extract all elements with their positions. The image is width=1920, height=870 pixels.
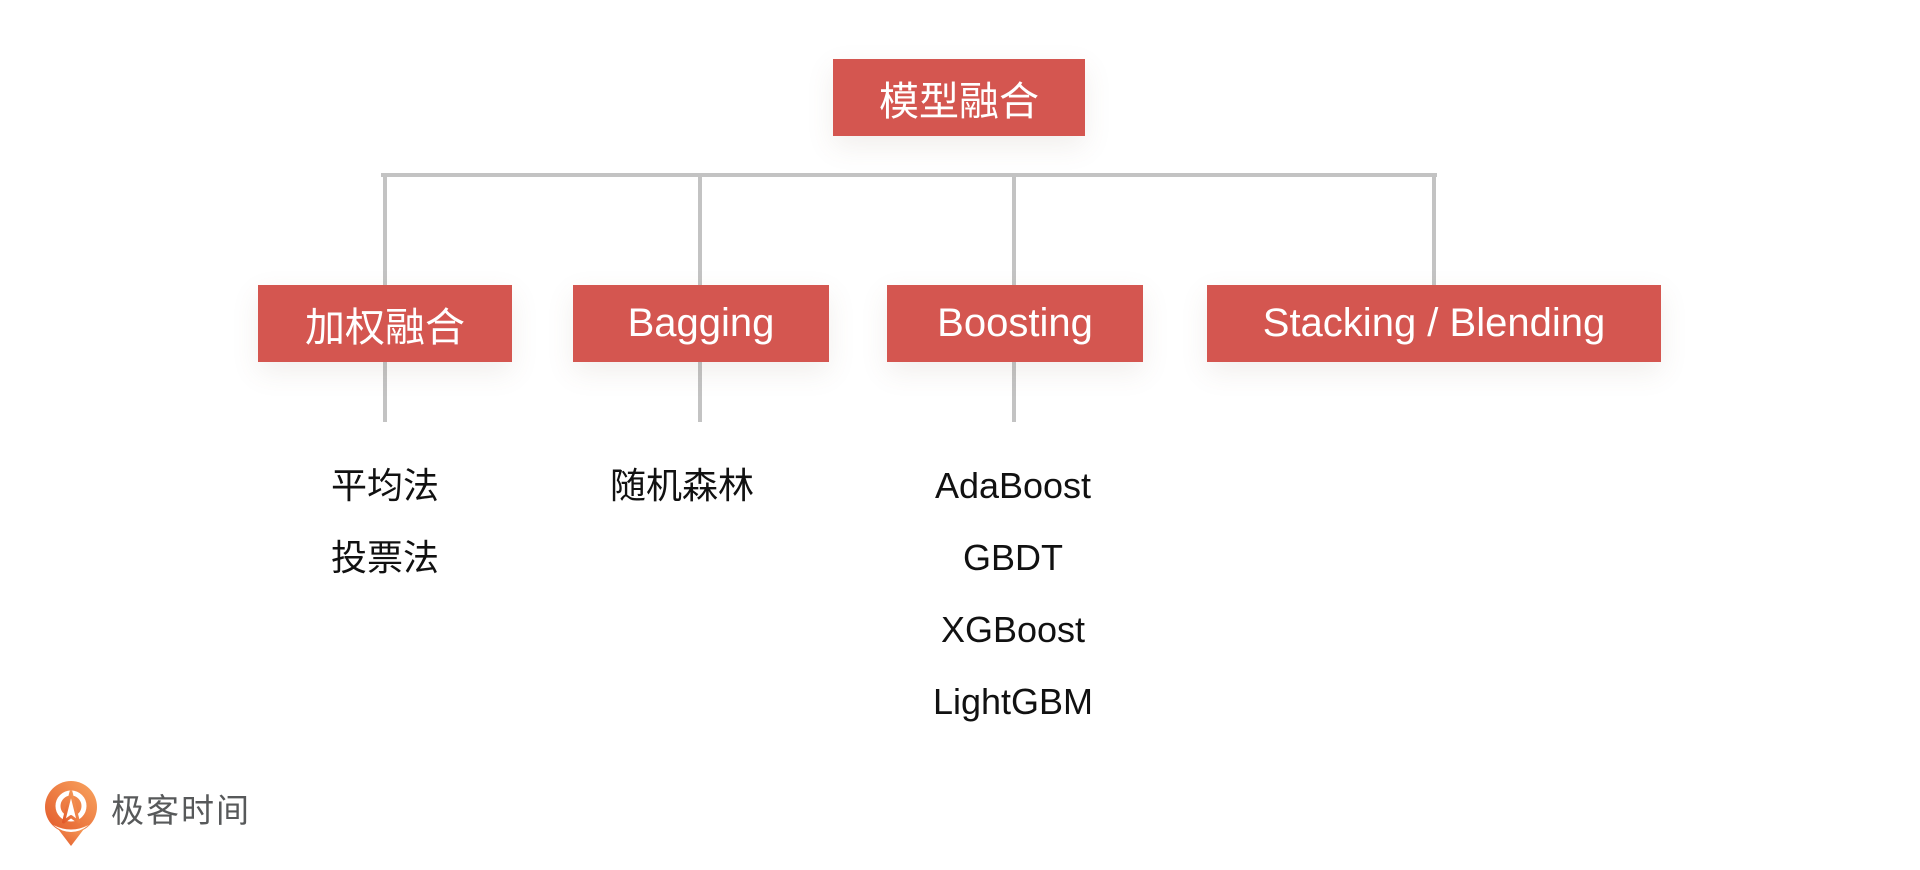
- connector-horizontal: [381, 173, 1437, 177]
- branch-node-label: 加权融合: [305, 305, 465, 350]
- leaf-averaging: 平均法: [330, 465, 440, 506]
- geektime-pin-icon: [45, 781, 97, 846]
- leaf-voting: 投票法: [330, 537, 440, 578]
- connector-vertical-bagging: [698, 175, 702, 285]
- branch-node-bagging: Bagging: [573, 285, 829, 362]
- connector-vertical-weighted: [383, 175, 387, 285]
- leaf-gbdt: GBDT: [962, 537, 1064, 578]
- connector-stub-boosting: [1012, 362, 1016, 422]
- leaf-xgboost: XGBoost: [940, 609, 1086, 650]
- branch-node-stacking-blending: Stacking / Blending: [1207, 285, 1661, 362]
- leaf-lightgbm: LightGBM: [932, 681, 1094, 722]
- connector-stub-bagging: [698, 362, 702, 422]
- connector-vertical-stacking: [1432, 175, 1436, 285]
- connector-stub-weighted: [383, 362, 387, 422]
- branch-node-label: Boosting: [937, 301, 1093, 345]
- branch-node-label: Stacking / Blending: [1262, 301, 1606, 345]
- leaf-adaboost: AdaBoost: [934, 465, 1092, 506]
- connector-vertical-boosting: [1012, 175, 1016, 285]
- root-node-label: 模型融合: [879, 79, 1039, 124]
- branch-node-boosting: Boosting: [887, 285, 1143, 362]
- brand-name: 极客时间: [111, 791, 251, 829]
- geektime-logo: 极客时间: [45, 781, 251, 847]
- branch-node-label: Bagging: [627, 301, 775, 345]
- root-node-model-fusion: 模型融合: [833, 59, 1085, 136]
- leaf-random-forest: 随机森林: [609, 465, 755, 506]
- branch-node-weighted-fusion: 加权融合: [258, 285, 512, 362]
